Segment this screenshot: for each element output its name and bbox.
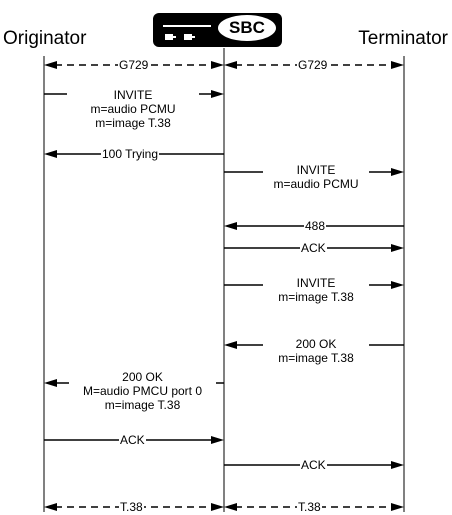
t38-right-arrow-arrowhead-start	[224, 503, 237, 511]
sbc-label: SBC	[218, 15, 276, 41]
resp-488-label: 488	[304, 219, 327, 233]
sbc-device-icon: SBC	[153, 13, 282, 47]
resp-488-arrow-arrowhead	[224, 222, 237, 230]
invite-3-label: INVITE m=image T.38	[263, 276, 369, 304]
invite-1-label: INVITE m=audio PCMU m=image T.38	[67, 88, 199, 130]
g729-left-arrow-arrowhead-start	[44, 61, 57, 69]
t38-right-label: T.38	[297, 500, 322, 514]
trying-100-label: 100 Trying	[101, 147, 160, 161]
ack-3-arrow-arrowhead	[391, 461, 404, 469]
ack-2-arrow-arrowhead	[211, 436, 224, 444]
ok-200-orig-arrow-arrowhead	[44, 379, 57, 387]
ok-200-orig-label: 200 OK M=audio PMCU port 0 m=image T.38	[69, 370, 216, 412]
ok-200-term-arrow-arrowhead	[224, 341, 237, 349]
t38-right-arrow-arrowhead	[391, 503, 404, 511]
invite-2-arrow-arrowhead	[391, 168, 404, 176]
ack-1-label: ACK	[300, 241, 327, 255]
t38-left-label: T.38	[119, 500, 144, 514]
terminator-label: Terminator	[358, 28, 448, 49]
originator-label: Originator	[3, 28, 87, 49]
g729-left-label: G729	[118, 58, 150, 72]
t38-left-arrow-arrowhead-start	[44, 503, 57, 511]
invite-2-label: INVITE m=audio PCMU	[263, 163, 369, 191]
invite-3-arrow-arrowhead	[391, 281, 404, 289]
t38-left-arrow-arrowhead	[211, 503, 224, 511]
ok-200-term-label: 200 OK m=image T.38	[263, 337, 369, 365]
invite-1-arrow-arrowhead	[211, 90, 224, 98]
g729-right-label: G729	[297, 58, 329, 72]
ack-3-label: ACK	[300, 458, 327, 472]
trying-100-arrow-arrowhead	[44, 150, 57, 158]
g729-left-arrow-arrowhead	[211, 61, 224, 69]
g729-right-arrow-arrowhead-start	[224, 61, 237, 69]
ack-2-label: ACK	[119, 433, 146, 447]
ack-1-arrow-arrowhead	[391, 244, 404, 252]
g729-right-arrow-arrowhead	[391, 61, 404, 69]
